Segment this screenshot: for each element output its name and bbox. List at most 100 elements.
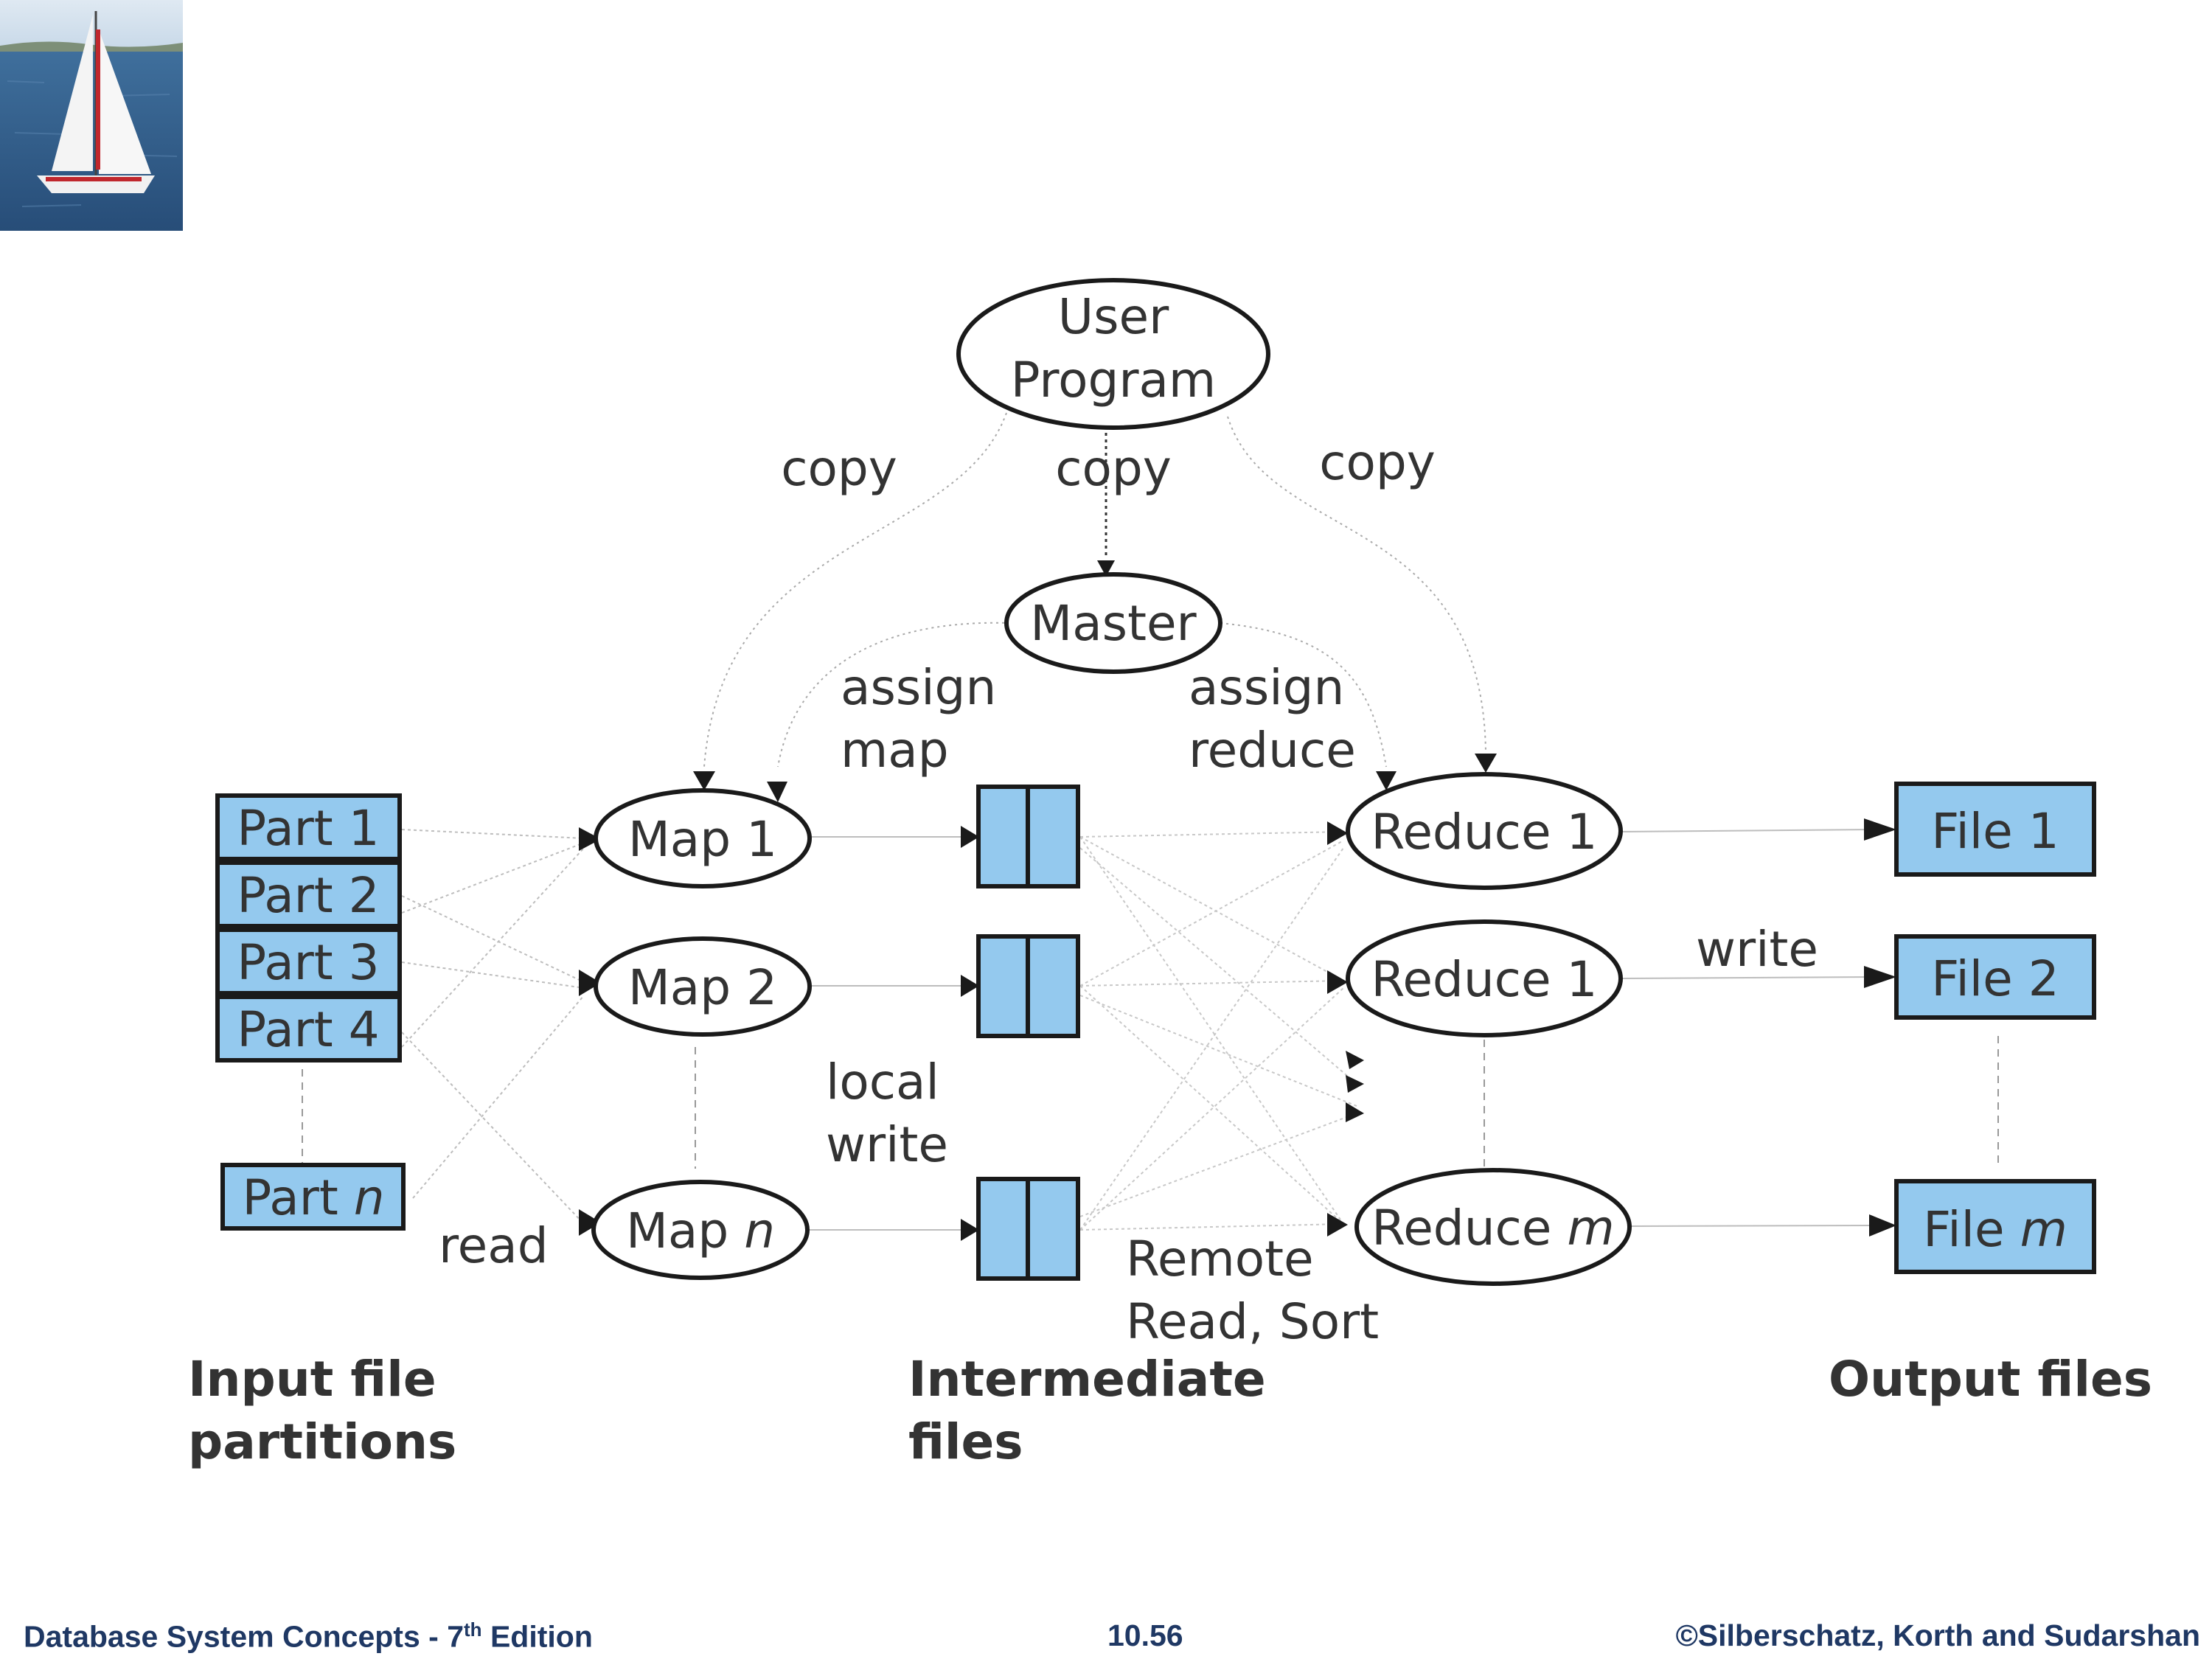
output-file-2: File 2 <box>1894 934 2096 1020</box>
intermediate-file-n <box>976 1177 1080 1281</box>
input-section-label-line2: partitions <box>188 1413 456 1470</box>
reduce-name: Reduce <box>1371 1200 1551 1256</box>
file-index: 1 <box>2028 803 2059 860</box>
part-index: 4 <box>349 1001 380 1058</box>
write-arrowheads <box>1864 818 1896 1237</box>
assign-reduce-edge <box>1220 622 1387 768</box>
local-write-arrowheads <box>961 826 979 1241</box>
copy-arrowhead-master <box>1097 560 1115 577</box>
footer-book-suffix: Edition <box>481 1619 593 1654</box>
remote-read-label-line1: Remote <box>1126 1231 1314 1287</box>
map-name: Map <box>628 811 731 868</box>
footer-book-sup: th <box>464 1618 482 1641</box>
assign-map-label-line1: assign <box>841 659 996 716</box>
read-arrowheads <box>579 827 601 1236</box>
reduce-node-m: Reduce m <box>1354 1168 1632 1286</box>
input-section-label-line1: Input file <box>188 1351 437 1408</box>
file-name: File <box>1923 1201 2004 1258</box>
user-program-label-line2: Program <box>1011 352 1216 408</box>
svg-text:Part n: Part n <box>242 1169 384 1226</box>
remote-read-arrowheads <box>1327 821 1364 1237</box>
svg-text:Map n: Map n <box>626 1203 775 1259</box>
reduce-name: Reduce <box>1371 804 1551 860</box>
part-name: Part <box>237 934 333 991</box>
part-name: Part <box>237 800 333 857</box>
copy-label-right: copy <box>1319 434 1436 491</box>
svg-text:Part 2: Part 2 <box>237 867 379 924</box>
svg-text:Map 1: Map 1 <box>628 811 777 868</box>
svg-text:Reduce 1: Reduce 1 <box>1371 804 1597 860</box>
read-edges <box>401 829 585 1225</box>
output-file-m: File m <box>1894 1179 2096 1274</box>
part-name: Part <box>242 1169 338 1226</box>
reduce-index: m <box>1567 1200 1614 1256</box>
svg-text:Part 3: Part 3 <box>237 934 379 991</box>
svg-text:Reduce m: Reduce m <box>1371 1200 1614 1256</box>
map-index: n <box>744 1203 775 1259</box>
output-file-1: File 1 <box>1894 782 2096 877</box>
copy-label-center: copy <box>1055 440 1172 497</box>
reduce-index: 1 <box>1567 951 1598 1008</box>
assign-reduce-arrowhead <box>1376 771 1397 790</box>
user-program-node: User Program <box>956 278 1270 430</box>
footer-copyright: ©Silberschatz, Korth and Sudarshan <box>1675 1618 2200 1652</box>
intermediate-section-label-line2: files <box>908 1413 1023 1470</box>
reduce-name: Reduce <box>1371 951 1551 1008</box>
intermediate-file-1 <box>976 785 1080 888</box>
local-write-label-line2: write <box>826 1116 948 1173</box>
file-index: m <box>2020 1201 2067 1258</box>
assign-reduce-label-line2: reduce <box>1189 722 1356 779</box>
reduce-node-2: Reduce 1 <box>1346 919 1623 1037</box>
write-edges <box>1621 829 1879 1227</box>
read-label: read <box>439 1217 549 1274</box>
svg-text:Map 2: Map 2 <box>628 959 777 1016</box>
local-write-label-line1: local <box>826 1054 939 1110</box>
user-program-label-line1: User <box>1058 288 1169 345</box>
input-part-3: Part 3 <box>215 928 402 995</box>
svg-text:File 2: File 2 <box>1931 950 2059 1007</box>
file-name: File <box>1931 803 2012 860</box>
part-index: 3 <box>349 934 380 991</box>
copy-label-left: copy <box>781 440 897 497</box>
map-name: Map <box>626 1203 728 1259</box>
output-section-label: Output files <box>1829 1351 2152 1408</box>
remote-read-edges <box>1079 831 1357 1231</box>
footer-book-title: Database System Concepts - 7th Edition <box>24 1618 593 1655</box>
part-name: Part <box>237 867 333 924</box>
remote-read-label-line2: Read, Sort <box>1126 1293 1379 1350</box>
part-name: Part <box>237 1001 333 1058</box>
local-write-edges <box>810 836 966 1231</box>
assign-reduce-label-line1: assign <box>1189 659 1344 716</box>
svg-text:Reduce 1: Reduce 1 <box>1371 951 1597 1008</box>
svg-text:Part 4: Part 4 <box>237 1001 379 1058</box>
assign-map-label-line2: map <box>841 722 949 779</box>
svg-text:Part 1: Part 1 <box>237 800 379 857</box>
ellipsis-connectors <box>302 1036 1999 1169</box>
copy-edge-to-map1 <box>703 412 1007 768</box>
write-label: write <box>1696 921 1818 978</box>
map-node-n: Map n <box>591 1180 810 1280</box>
map-name: Map <box>628 959 731 1016</box>
intermediate-file-2 <box>976 934 1080 1038</box>
copy-edge-to-reduce1 <box>1227 416 1486 753</box>
file-index: 2 <box>2028 950 2059 1007</box>
input-part-2: Part 2 <box>215 860 402 928</box>
assign-map-arrowhead <box>767 782 787 802</box>
input-part-4: Part 4 <box>215 995 402 1062</box>
part-index: 1 <box>349 800 380 857</box>
map-node-2: Map 2 <box>594 936 812 1037</box>
copy-arrowhead-reduce1 <box>1475 754 1497 773</box>
reduce-node-1: Reduce 1 <box>1346 772 1623 890</box>
assign-map-edge <box>777 622 1011 768</box>
input-part-1: Part 1 <box>215 793 402 861</box>
map-node-1: Map 1 <box>594 788 812 888</box>
master-label: Master <box>1030 595 1197 652</box>
map-index: 2 <box>746 959 777 1016</box>
file-name: File <box>1931 950 2012 1007</box>
part-index: 2 <box>349 867 380 924</box>
map-index: 1 <box>746 811 777 868</box>
input-part-n: Part n <box>220 1163 406 1231</box>
sailboat-logo-image <box>0 0 183 231</box>
intermediate-section-label-line1: Intermediate <box>908 1351 1266 1408</box>
